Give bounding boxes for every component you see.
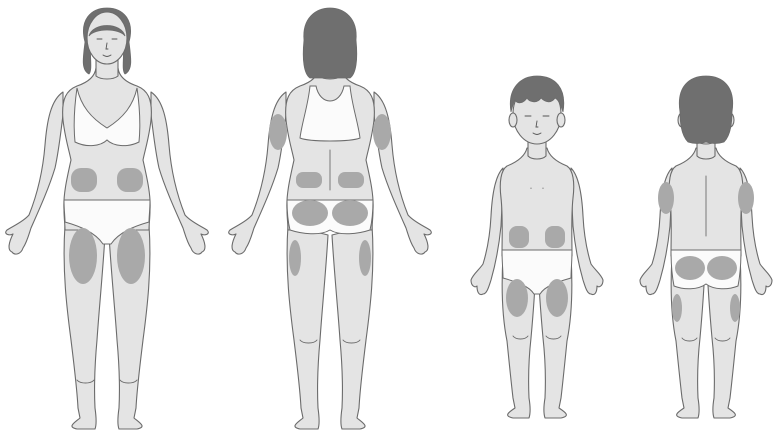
site-outer-thigh-left bbox=[672, 294, 682, 322]
site-upper-arm-right bbox=[373, 114, 391, 150]
site-buttock-left bbox=[675, 256, 705, 280]
site-upper-arm-right bbox=[738, 182, 754, 214]
site-abdomen-right bbox=[117, 168, 143, 192]
site-abdomen-left bbox=[71, 168, 97, 192]
child-back-figure bbox=[640, 76, 772, 418]
site-upper-arm-left bbox=[269, 114, 287, 150]
site-abdomen-right bbox=[545, 226, 565, 248]
site-buttock-right bbox=[707, 256, 737, 280]
woman-back-figure bbox=[229, 8, 432, 429]
site-outer-thigh-right bbox=[359, 240, 371, 276]
site-buttock-right bbox=[332, 200, 368, 226]
site-lower-back-left bbox=[296, 172, 322, 188]
child-front-figure bbox=[471, 76, 603, 418]
site-upper-arm-left bbox=[658, 182, 674, 214]
woman-front-figure bbox=[6, 8, 209, 429]
site-abdomen-left bbox=[509, 226, 529, 248]
child-back-hair bbox=[679, 76, 732, 144]
site-buttock-left bbox=[292, 200, 328, 226]
site-lower-back-right bbox=[338, 172, 364, 188]
site-outer-thigh-right bbox=[730, 294, 740, 322]
site-thigh-right bbox=[546, 279, 568, 317]
site-thigh-left bbox=[69, 228, 97, 284]
site-thigh-left bbox=[506, 279, 528, 317]
site-thigh-right bbox=[117, 228, 145, 284]
woman-back-hair bbox=[303, 8, 357, 78]
site-outer-thigh-left bbox=[289, 240, 301, 276]
